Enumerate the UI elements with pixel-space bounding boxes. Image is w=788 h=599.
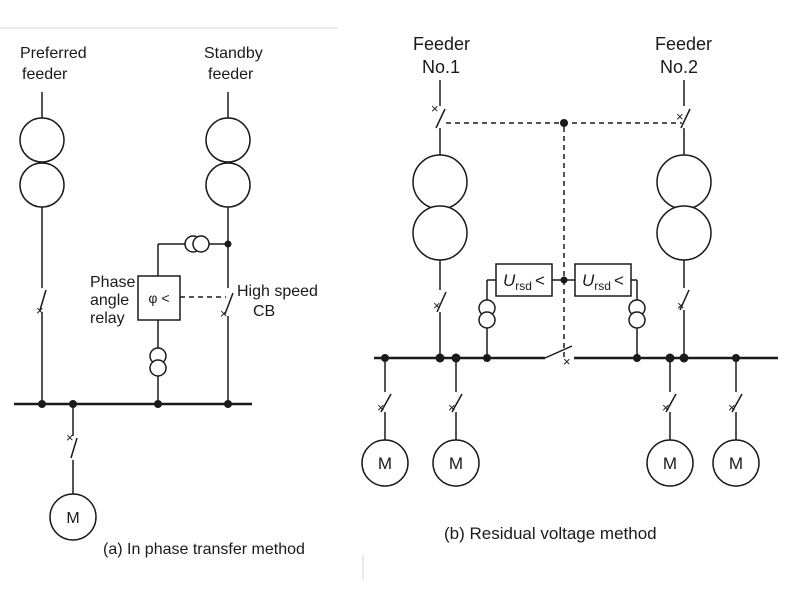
high-speed-cb-label-line2: CB: [253, 303, 275, 320]
preferred-transformer-primary: [19, 117, 65, 163]
standby-feeder-label-line1: Standby: [204, 45, 263, 62]
motor-b-3: [646, 439, 694, 487]
preferred-feeder-label-line2: feeder: [22, 66, 68, 83]
motor-3-breaker-blade: [665, 393, 677, 413]
high-speed-cb-label-line1: High speed: [237, 283, 318, 300]
phase-angle-relay-box: [137, 275, 181, 321]
bus-node-pt: [154, 400, 162, 408]
feeder-1-label-line1: Feeder: [413, 34, 470, 54]
feeder-1-transformer-primary: [412, 154, 468, 210]
motor-a: [49, 493, 97, 541]
motor-b-4-label: M: [729, 454, 743, 473]
motor-feeder-1: × M: [361, 358, 409, 487]
motor-feeder-4: × M: [712, 358, 760, 487]
high-speed-cb-mark: ×: [220, 306, 228, 321]
feeder-1-transformer-secondary: [412, 205, 468, 261]
feeder-2-breaker-mark: ×: [676, 109, 684, 124]
panel-b-residual-voltage: Feeder No.1 Feeder No.2 × × × × Ursd<: [361, 34, 778, 543]
standby-feeder-label-line2: feeder: [208, 66, 254, 83]
feeder-1-breaker-mark: ×: [431, 101, 439, 116]
motor-b-2-label: M: [449, 454, 463, 473]
motor-2-breaker-blade: [451, 393, 463, 413]
motor-b-2: [432, 439, 480, 487]
phase-angle-relay-symbol: φ <: [148, 290, 169, 306]
residual-relay-right-text: Ursd<: [582, 271, 624, 293]
residual-relay-left-text: Ursd<: [503, 271, 545, 293]
bus-b-node-7: [679, 353, 689, 363]
left-ct-coil-2: [478, 311, 496, 329]
feeder-2-breaker-blade: [680, 108, 691, 129]
feeder-1-breaker-blade: [435, 108, 446, 129]
pt-coil-2: [192, 235, 210, 253]
feeder-2-transformer-secondary: [656, 205, 712, 261]
feeder-2-transformer-primary: [656, 154, 712, 210]
motor-b-1: [361, 439, 409, 487]
motor-2-breaker-mark: ×: [448, 400, 456, 415]
preferred-feeder-label-line1: Preferred: [20, 45, 87, 62]
motor-feeder-2: × M: [432, 358, 480, 487]
feeder-1-lower-breaker-mark: ×: [433, 298, 441, 313]
feeder-1-lower-breaker-blade: [436, 291, 447, 313]
motor-b-4: [712, 439, 760, 487]
motor-1-breaker-mark: ×: [377, 400, 385, 415]
feeder-2-lower-breaker-blade: [679, 289, 690, 311]
bus-tie-breaker-blade: [544, 345, 573, 359]
bus-b-node-2: [435, 353, 445, 363]
bus-tie-breaker-mark: ×: [563, 354, 571, 369]
motor-4-breaker-mark: ×: [728, 400, 736, 415]
residual-relay-left-box: [495, 263, 553, 297]
motor-b-3-label: M: [663, 454, 677, 473]
caption-a: (a) In phase transfer method: [103, 541, 305, 558]
bus-node-preferred: [38, 400, 46, 408]
phase-angle-relay-label-line2: angle: [90, 292, 129, 309]
motor-4-breaker-blade: [731, 393, 743, 413]
motor-breaker-blade: [70, 437, 78, 459]
motor-a-label: M: [66, 510, 79, 527]
feeder-2-lower-breaker-mark: ×: [677, 298, 685, 313]
feeder-2-label-line1: Feeder: [655, 34, 712, 54]
motor-3-breaker-mark: ×: [662, 400, 670, 415]
caption-b: (b) Residual voltage method: [444, 524, 657, 543]
high-speed-cb-blade: [224, 292, 234, 315]
bus-node-standby: [224, 400, 232, 408]
bus-b-node-4: [483, 354, 491, 362]
preferred-breaker-mark: ×: [36, 303, 44, 318]
right-ct-coil-2: [628, 311, 646, 329]
panel-a-in-phase-transfer: Preferred feeder Standby feeder × × φ < …: [14, 45, 318, 558]
motor-feeder-3: × M: [646, 358, 694, 487]
phase-angle-relay-label-line3: relay: [90, 310, 125, 327]
motor-b-1-label: M: [378, 454, 392, 473]
feeder-2-label-line2: No.2: [660, 57, 698, 77]
bus-b-node-5: [633, 354, 641, 362]
bus-pt-coil-2: [149, 359, 167, 377]
preferred-transformer-secondary: [19, 162, 65, 208]
motor-breaker-mark: ×: [66, 430, 74, 445]
interlock-node: [560, 119, 568, 127]
preferred-breaker-blade: [39, 289, 47, 311]
phase-angle-relay-label-line1: Phase: [90, 274, 135, 291]
feeder-1-label-line2: No.1: [422, 57, 460, 77]
residual-relay-right-box: [574, 263, 632, 297]
standby-transformer-primary: [205, 117, 251, 163]
standby-transformer-secondary: [205, 162, 251, 208]
motor-1-breaker-blade: [380, 393, 392, 413]
